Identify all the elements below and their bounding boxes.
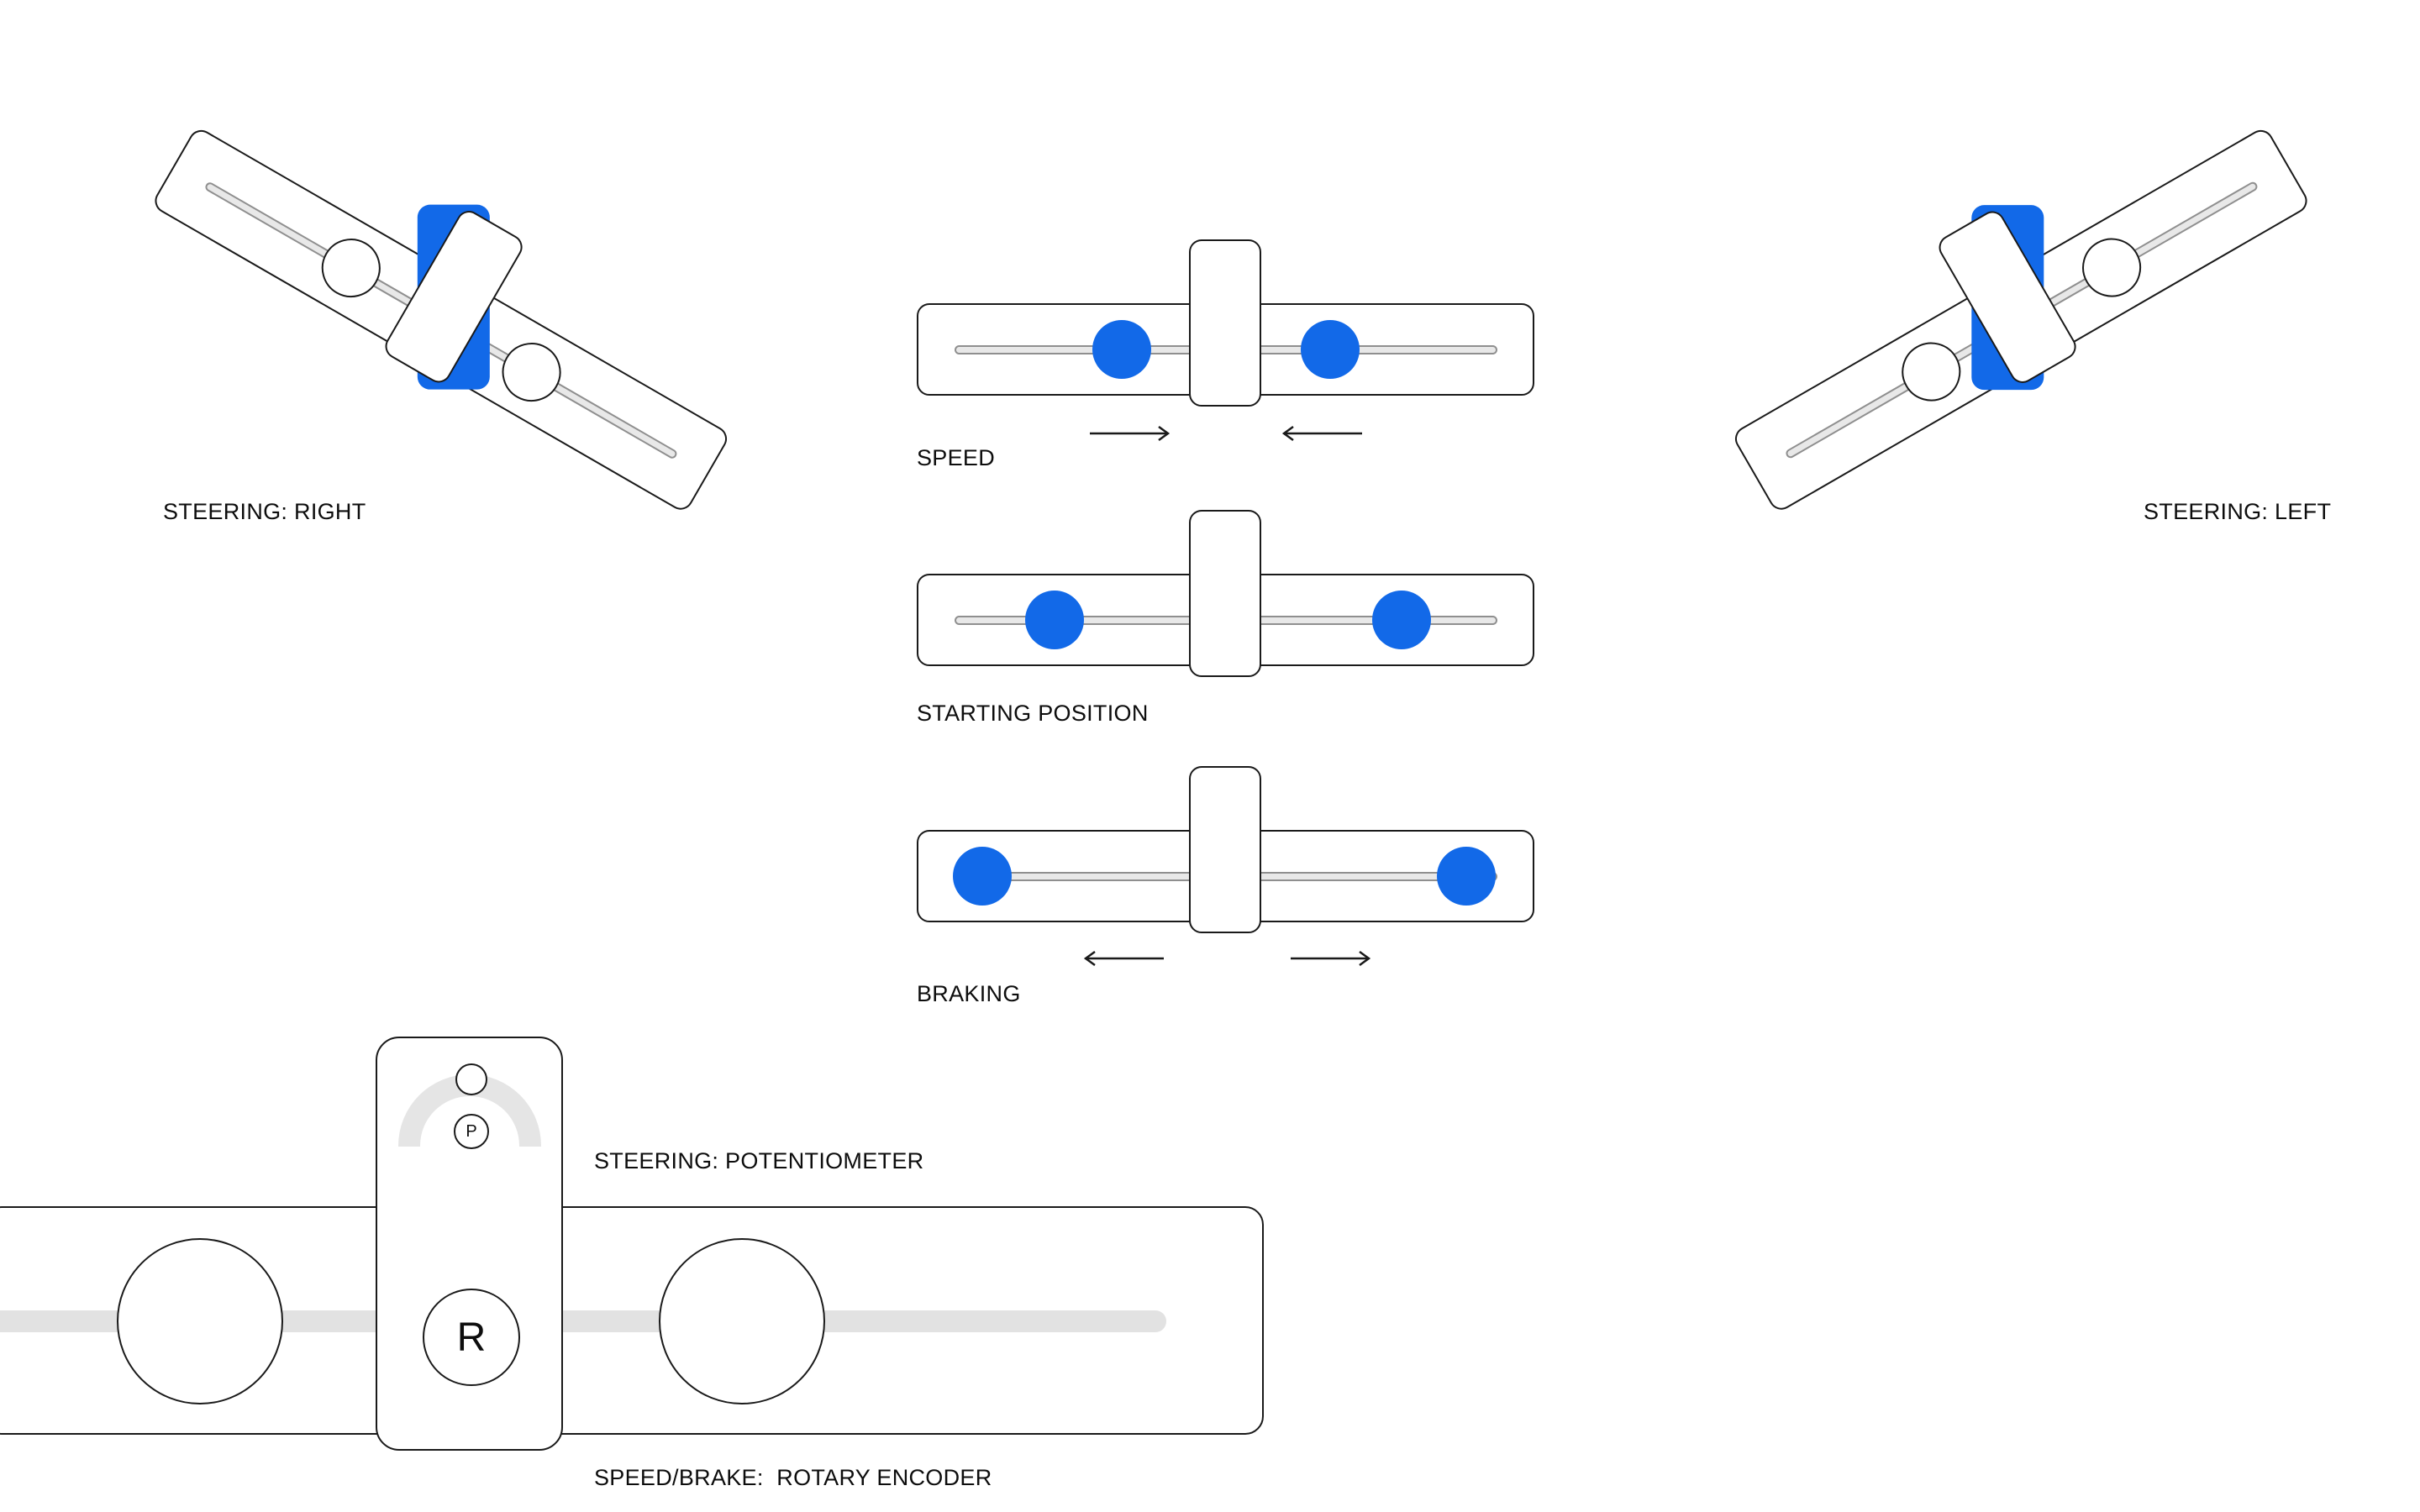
slider-dot-right <box>1437 847 1496 906</box>
potentiometer-marker: P <box>454 1114 489 1149</box>
arrow-right-icon <box>1291 950 1371 967</box>
braking-slider <box>917 766 1534 933</box>
slider-dot-left <box>953 847 1012 906</box>
rotary-encoder-marker: R <box>423 1289 520 1386</box>
encoder-letter: R <box>456 1315 487 1360</box>
slider-dot-left <box>1092 320 1151 379</box>
arrow-right-icon <box>1090 425 1171 442</box>
starting-position-label: STARTING POSITION <box>917 701 1149 726</box>
speed-slider <box>917 239 1534 407</box>
arrow-left-icon <box>1083 950 1164 967</box>
slider-dot-right <box>1301 320 1360 379</box>
control-knob: P R <box>376 1037 563 1451</box>
encoder-wheel-left <box>117 1238 283 1404</box>
steering-left-label: STEERING: LEFT <box>2144 499 2332 524</box>
slider-dot-right <box>1372 591 1431 649</box>
encoder-wheel-right <box>659 1238 825 1404</box>
slider-dot-left <box>1025 591 1084 649</box>
slider-knob <box>1189 766 1261 933</box>
slider-knob <box>1189 510 1261 677</box>
starting-position-slider <box>917 510 1534 677</box>
rotary-encoder-label: SPEED/BRAKE: ROTARY ENCODER <box>594 1465 992 1490</box>
steering-right-label: STEERING: RIGHT <box>163 499 366 524</box>
potentiometer-indicator-icon <box>455 1063 487 1095</box>
potentiometer-letter: P <box>466 1121 477 1141</box>
slider-knob <box>1189 239 1261 407</box>
braking-label: BRAKING <box>917 981 1021 1006</box>
arrow-left-icon <box>1281 425 1362 442</box>
steering-right-slider <box>145 71 763 524</box>
steering-left-slider <box>1698 71 2317 524</box>
speed-label: SPEED <box>917 445 996 470</box>
potentiometer-label: STEERING: POTENTIOMETER <box>594 1148 924 1173</box>
